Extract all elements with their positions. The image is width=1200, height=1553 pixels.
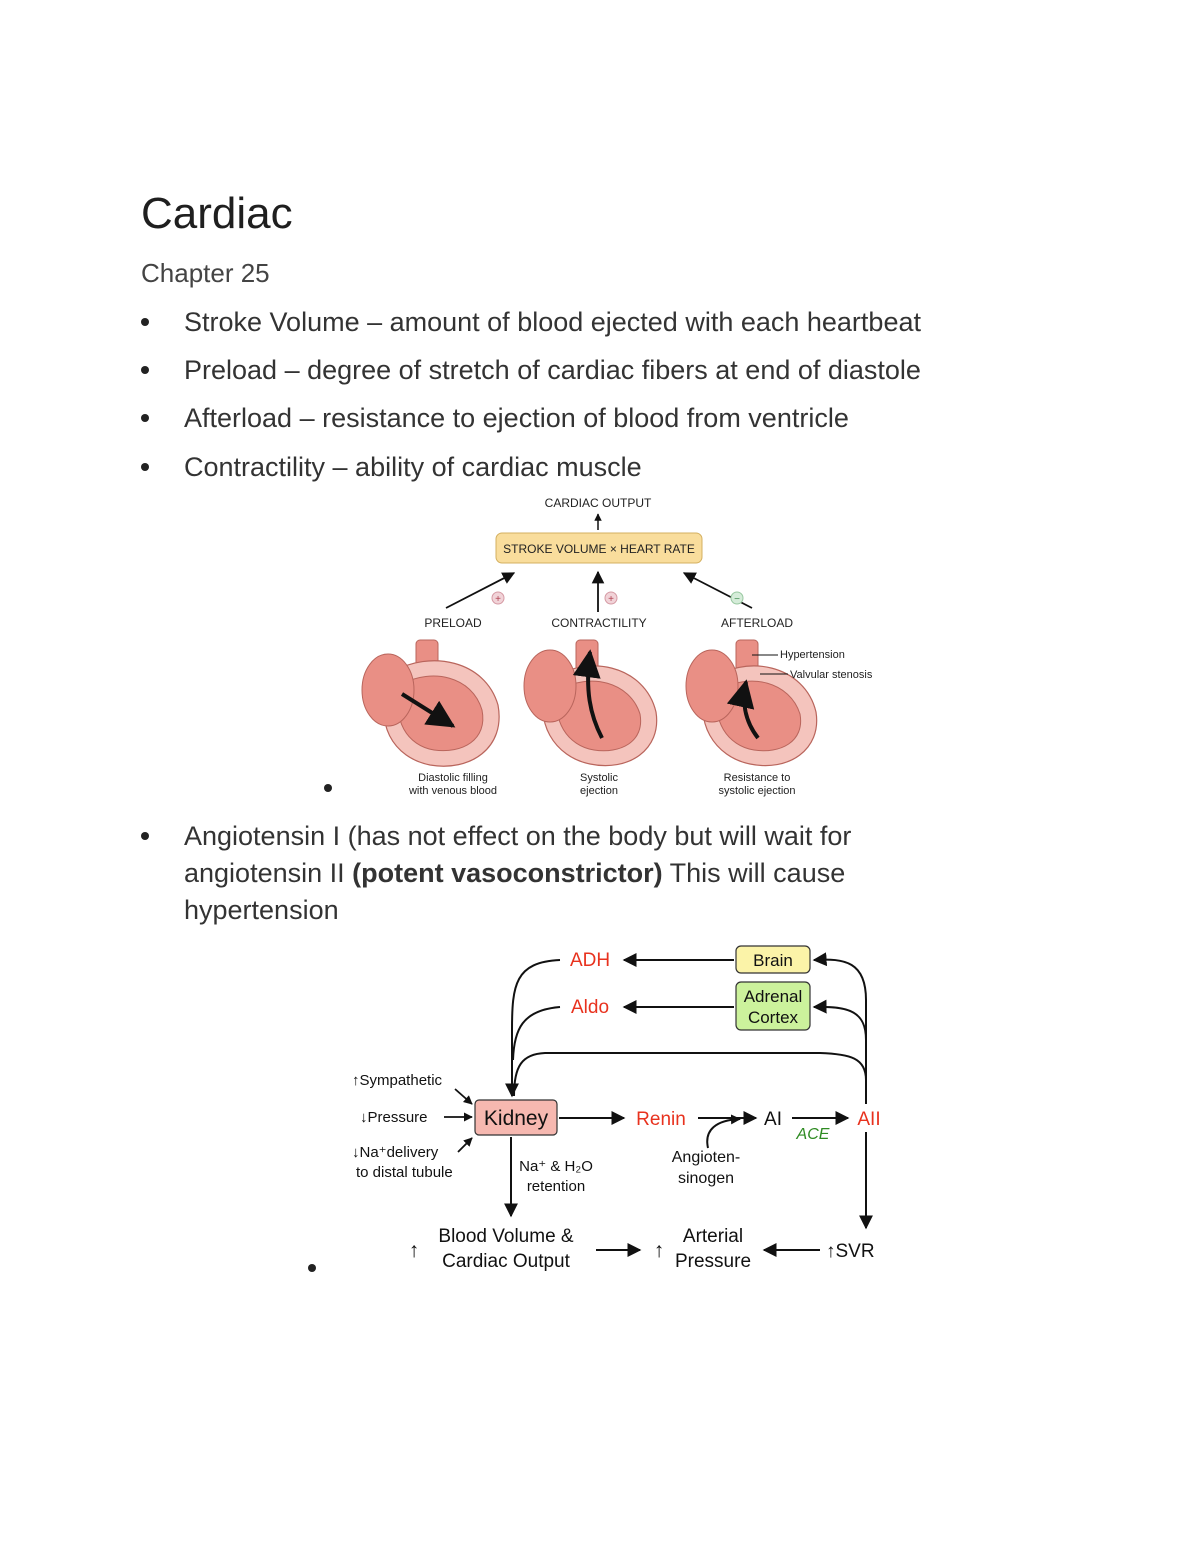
adh-label: ADH	[570, 950, 610, 971]
preload-arrow	[445, 572, 516, 609]
caption-preload-line1: Diastolic filling	[418, 772, 488, 784]
bullet-icon	[141, 463, 149, 471]
plus-sign: +	[495, 594, 501, 605]
adrenal-label-line1: Adrenal	[744, 987, 803, 1006]
cardiac-output-figure: CARDIAC OUTPUT STROKE VOLUME × HEART RAT…	[361, 496, 873, 797]
aii-to-adrenal-arrow	[812, 999, 867, 1041]
bullet-text: Contractility – ability of cardiac muscl…	[184, 452, 642, 482]
bullet-text: Stroke Volume – amount of blood ejected …	[184, 307, 921, 337]
aii-to-kidney-arrow	[513, 1052, 867, 1104]
plus-sign: +	[608, 594, 614, 605]
formula-box	[495, 532, 703, 564]
valvular-stenosis-label: Valvular stenosis	[790, 669, 873, 681]
bullet-icon	[141, 832, 149, 840]
raas-figure: Brain Adrenal Cortex Kidney ADH Aldo ↑Sy…	[352, 945, 881, 1272]
caption-afterload-line2: systolic ejection	[718, 785, 795, 797]
na-delivery-label-line1: ↓Na⁺delivery	[352, 1144, 439, 1161]
adrenal-cortex-box	[735, 981, 811, 1031]
ai-label: AI	[764, 1109, 782, 1130]
svr-label: ↑SVR	[826, 1241, 875, 1262]
cardiac-output-label: CARDIAC OUTPUT	[545, 496, 652, 510]
minus-icon	[730, 591, 744, 605]
bullet-icon	[324, 784, 332, 792]
retention-label-line2: retention	[527, 1178, 585, 1195]
angiotensinogen-label-line1: Angioten-	[672, 1149, 741, 1166]
plus-icon	[491, 591, 505, 605]
brain-box	[735, 945, 811, 974]
na-delivery-label-line2: to distal tubule	[356, 1164, 453, 1181]
aii-label: AII	[857, 1109, 880, 1130]
angiotensinogen-label-line2: sinogen	[678, 1170, 734, 1187]
na-delivery-arrow	[457, 1137, 473, 1153]
contractility-label: CONTRACTILITY	[551, 616, 646, 630]
aldo-label: Aldo	[571, 997, 609, 1018]
pressure-label: ↓Pressure	[360, 1109, 428, 1126]
angiotensin-text: Angiotensin I (has not effect on the bod…	[184, 821, 852, 888]
minus-sign: −	[734, 594, 740, 605]
sympathetic-arrow	[454, 1088, 473, 1105]
bullet-icon	[141, 414, 149, 422]
aii-to-brain-arrow	[812, 952, 867, 1104]
afterload-arrow	[682, 572, 753, 609]
aldo-to-kidney-arrow	[512, 1006, 561, 1061]
retention-label-line1: Na⁺ & H₂O	[519, 1158, 593, 1175]
formula-label: STROKE VOLUME × HEART RATE	[503, 542, 695, 556]
bullet-text: Preload – degree of stretch of cardiac f…	[184, 355, 921, 385]
blood-volume-label-line1: Blood Volume &	[438, 1226, 574, 1247]
blood-volume-label-line2: Cardiac Output	[442, 1251, 571, 1272]
bullet-text: Afterload – resistance to ejection of bl…	[184, 403, 849, 433]
arterial-pressure-label-line1: Arterial	[683, 1226, 743, 1247]
heart-contractility-icon	[523, 639, 658, 767]
brain-label: Brain	[753, 951, 793, 970]
caption-contractility-line1: Systolic	[580, 772, 618, 784]
adrenal-label-line2: Cortex	[748, 1008, 799, 1027]
kidney-box	[474, 1099, 558, 1136]
ace-label: ACE	[796, 1126, 830, 1143]
sympathetic-label: ↑Sympathetic	[352, 1072, 443, 1089]
afterload-label: AFTERLOAD	[721, 616, 793, 630]
page-title: Cardiac	[141, 189, 293, 238]
angiotensin-paragraph: Angiotensin I (has not effect on the bod…	[184, 818, 984, 929]
bullet-icon	[308, 1264, 316, 1272]
adh-to-kidney-arrow	[505, 959, 561, 1098]
hypertension-label: Hypertension	[780, 649, 845, 661]
bullet-icon	[141, 366, 149, 374]
heart-preload-icon	[361, 639, 500, 767]
up-arrow-icon: ↑	[409, 1239, 420, 1262]
angiotensin-bold: (potent vasoconstrictor)	[352, 858, 663, 888]
angiotensinogen-arrow	[706, 1114, 741, 1149]
caption-preload-line2: with venous blood	[408, 785, 497, 797]
up-arrow-icon: ↑	[654, 1239, 665, 1262]
chapter-subtitle: Chapter 25	[141, 258, 270, 288]
caption-afterload-line1: Resistance to	[724, 772, 791, 784]
renin-label: Renin	[636, 1109, 686, 1130]
angiotensin-text-end: This will cause hypertension	[184, 858, 846, 925]
arterial-pressure-label-line2: Pressure	[675, 1251, 751, 1272]
plus-icon	[604, 591, 618, 605]
heart-afterload-icon	[685, 639, 818, 767]
bullet-icon	[141, 318, 149, 326]
preload-label: PRELOAD	[424, 616, 482, 630]
caption-contractility-line2: ejection	[580, 785, 618, 797]
kidney-label: Kidney	[484, 1107, 549, 1130]
